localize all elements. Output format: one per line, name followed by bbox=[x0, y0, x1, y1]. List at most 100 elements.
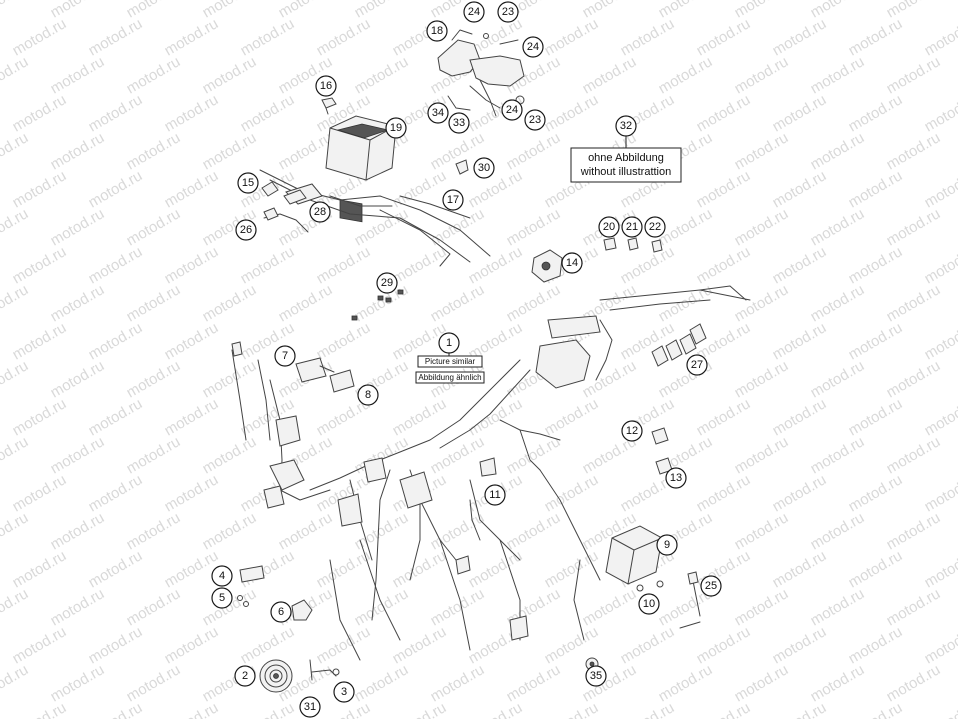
holder-4 bbox=[239, 565, 265, 583]
callout-11: 11 bbox=[484, 484, 506, 506]
watermark-text: motod.ru bbox=[124, 509, 184, 553]
svg-text:14: 14 bbox=[566, 257, 578, 269]
watermark-text: motod.ru bbox=[162, 623, 222, 667]
watermark-text: motod.ru bbox=[0, 281, 31, 325]
watermark-text: motod.ru bbox=[162, 91, 222, 135]
svg-text:12: 12 bbox=[626, 425, 638, 437]
watermark-text: motod.ru bbox=[542, 471, 602, 515]
watermark-text: motod.ru bbox=[10, 699, 70, 719]
watermark-text: motod.ru bbox=[390, 623, 450, 667]
note-without-illustration: ohne Abbildung without illustrattion bbox=[570, 147, 682, 183]
watermark-text: motod.ru bbox=[694, 91, 754, 135]
callout-12: 12 bbox=[621, 420, 643, 442]
watermark-text: motod.ru bbox=[86, 91, 146, 135]
watermark-text: motod.ru bbox=[238, 699, 298, 719]
watermark-text: motod.ru bbox=[922, 15, 958, 59]
callout-9: 9 bbox=[656, 534, 678, 556]
callout-30: 30 bbox=[473, 157, 495, 179]
svg-text:13: 13 bbox=[670, 472, 682, 484]
watermark-text: motod.ru bbox=[200, 509, 260, 553]
watermark-text: motod.ru bbox=[846, 319, 906, 363]
svg-text:27: 27 bbox=[691, 359, 703, 371]
watermark-text: motod.ru bbox=[922, 167, 958, 211]
bracket-26 bbox=[263, 207, 309, 233]
watermark-text: motod.ru bbox=[428, 509, 488, 553]
callout-29: 29 bbox=[376, 272, 398, 294]
watermark-text: motod.ru bbox=[580, 585, 640, 629]
callout-31: 31 bbox=[299, 696, 321, 718]
watermark-text: motod.ru bbox=[922, 547, 958, 591]
watermark-text: motod.ru bbox=[770, 167, 830, 211]
watermark-text: motod.ru bbox=[10, 471, 70, 515]
connector-15 bbox=[261, 181, 279, 197]
watermark-text: motod.ru bbox=[504, 281, 564, 325]
watermark-text: motod.ru bbox=[922, 471, 958, 515]
note-without-illustration-text: without illustrattion bbox=[580, 166, 672, 178]
watermark-text: motod.ru bbox=[86, 395, 146, 439]
watermark-text: motod.ru bbox=[276, 281, 336, 325]
svg-text:34: 34 bbox=[432, 107, 444, 119]
callout-24-top: 24 bbox=[463, 1, 485, 23]
watermark-text: motod.ru bbox=[808, 661, 868, 705]
watermark-text: motod.ru bbox=[10, 319, 70, 363]
svg-text:23: 23 bbox=[502, 6, 514, 18]
callout-14: 14 bbox=[561, 252, 583, 274]
callout-22: 22 bbox=[644, 216, 666, 238]
svg-text:32: 32 bbox=[620, 120, 632, 132]
callout-24-bottom: 24 bbox=[501, 99, 523, 121]
watermark-text: motod.ru bbox=[428, 661, 488, 705]
callout-1: 1 bbox=[438, 332, 460, 354]
watermark-text: motod.ru bbox=[314, 623, 374, 667]
relay-14 bbox=[531, 249, 563, 283]
part-callouts: 1 2 3 4 5 6 7 8 9 10 11 12 13 14 15 16 1… bbox=[211, 1, 722, 718]
watermark-text: motod.ru bbox=[770, 471, 830, 515]
svg-text:3: 3 bbox=[341, 686, 347, 698]
watermark-text: motod.ru bbox=[884, 357, 944, 401]
svg-text:28: 28 bbox=[314, 206, 326, 218]
callout-27: 27 bbox=[686, 354, 708, 376]
watermark-text: motod.ru bbox=[770, 243, 830, 287]
watermark-text: motod.ru bbox=[922, 395, 958, 439]
note-picture-similar: Picture similar bbox=[417, 355, 483, 368]
svg-text:11: 11 bbox=[489, 489, 500, 501]
watermark-text: motod.ru bbox=[162, 15, 222, 59]
note-abbildung-aehnlich: Abbildung ähnlich bbox=[415, 371, 485, 384]
callout-15: 15 bbox=[237, 172, 259, 194]
watermark-text: motod.ru bbox=[0, 205, 31, 249]
watermark-text: motod.ru bbox=[770, 319, 830, 363]
callout-21: 21 bbox=[621, 216, 643, 238]
watermark-text: motod.ru bbox=[922, 91, 958, 135]
svg-text:24: 24 bbox=[506, 104, 518, 116]
watermark-text: motod.ru bbox=[846, 623, 906, 667]
watermark-text: motod.ru bbox=[656, 661, 716, 705]
watermark-text: motod.ru bbox=[618, 699, 678, 719]
watermark-text: motod.ru bbox=[200, 281, 260, 325]
watermark-text: motod.ru bbox=[10, 167, 70, 211]
watermark-text: motod.ru bbox=[694, 623, 754, 667]
callout-4: 4 bbox=[211, 565, 233, 587]
connector-8 bbox=[329, 369, 355, 393]
watermark-text: motod.ru bbox=[732, 357, 792, 401]
watermark-text: motod.ru bbox=[808, 433, 868, 477]
watermark-text: motod.ru bbox=[808, 357, 868, 401]
watermark-text: motod.ru bbox=[124, 661, 184, 705]
watermark-text: motod.ru bbox=[770, 547, 830, 591]
watermark-text: motod.ru bbox=[732, 205, 792, 249]
callout-33: 33 bbox=[448, 112, 470, 134]
connector-strip-27 bbox=[651, 323, 707, 367]
watermark-text: motod.ru bbox=[86, 547, 146, 591]
watermark-text: motod.ru bbox=[10, 15, 70, 59]
watermark-text: motod.ru bbox=[86, 167, 146, 211]
watermark-text: motod.ru bbox=[846, 91, 906, 135]
watermark-text: motod.ru bbox=[314, 243, 374, 287]
watermark-text: motod.ru bbox=[732, 433, 792, 477]
watermark-text: motod.ru bbox=[884, 661, 944, 705]
watermark-text: motod.ru bbox=[542, 699, 602, 719]
watermark-text: motod.ru bbox=[732, 129, 792, 173]
watermark-text: motod.ru bbox=[846, 15, 906, 59]
watermark-text: motod.ru bbox=[732, 661, 792, 705]
watermark-text: motod.ru bbox=[618, 15, 678, 59]
callout-25: 25 bbox=[700, 575, 722, 597]
svg-text:21: 21 bbox=[626, 221, 638, 233]
watermark-text: motod.ru bbox=[466, 699, 526, 719]
